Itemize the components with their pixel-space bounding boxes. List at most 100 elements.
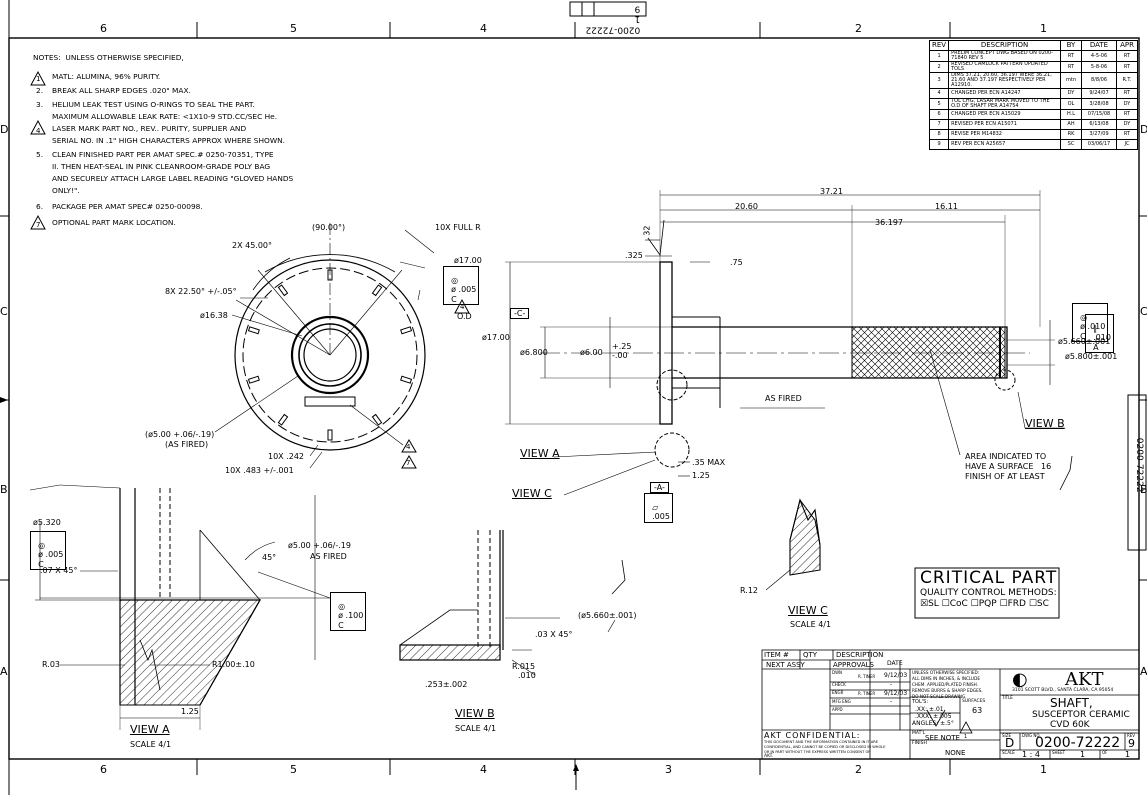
tb-dwn: DWN: [832, 670, 843, 675]
dim-325-label: .325: [625, 251, 643, 260]
tb-title-1: SHAFT,: [1050, 696, 1093, 710]
dia-5660-label: ø5.660±.001: [1058, 337, 1111, 346]
detail-a-scale: SCALE 4/1: [130, 740, 172, 749]
dim-75-label: .75: [730, 258, 743, 267]
tb-engr-name: R. TINER: [858, 691, 876, 696]
rev-cell-rev: 2: [928, 61, 950, 73]
tb-see-note-flag: 1: [964, 734, 968, 740]
side-stamp: 0200-72222: [1134, 437, 1145, 493]
dia-1638-label: ø16.38: [200, 311, 228, 320]
rev-col-apr: APR: [1116, 40, 1138, 51]
tb-engr: ENGR: [832, 690, 844, 695]
tb-title-2: SUSCEPTOR CERAMIC: [1032, 710, 1130, 720]
len-1611-label: 16.11: [935, 202, 958, 211]
parallel-icon: ∥: [1093, 324, 1098, 334]
tb-sheet: 1: [1080, 750, 1086, 759]
note-number: 2.: [36, 86, 44, 95]
datum-c-box: -C-: [510, 308, 530, 320]
rev-cell-by: RT: [1060, 61, 1082, 73]
tb-dwn-name: R. TINER: [858, 674, 876, 679]
view-b-callout: VIEW B: [1025, 417, 1065, 430]
od-flag-number: 4: [460, 303, 465, 311]
rev-cell-desc: CHANGED PER ECN A14247: [948, 88, 1061, 99]
tb-sheet-label: SHEET: [1052, 750, 1066, 755]
zone-col-2-bottom: 2: [855, 763, 862, 776]
tb-address: 3101 SCOTT BLVD., SANTA CLARA, CA 95054: [1012, 688, 1114, 693]
tb-tol-xx: .XX: ±.01: [915, 706, 944, 713]
note-line: BREAK ALL SHARP EDGES .020" MAX.: [52, 86, 191, 95]
rev-cell-rev: 5: [928, 98, 950, 110]
flag-7-number: 7: [406, 459, 411, 467]
rev-cell-by: SC: [1060, 139, 1082, 150]
detail-b-r010: .010: [518, 671, 536, 680]
rev-cell-apr: RT: [1116, 109, 1138, 120]
zone-row-a-right: A: [1140, 665, 1147, 678]
tb-next-assy: NEXT ASSY: [766, 661, 805, 669]
tb-title-label: TITLE: [1002, 695, 1013, 700]
tb-see-note: SEE NOTE: [925, 734, 960, 742]
tb-conf-2: CONFIDENTIAL, AND CANNOT BE COPIED OR DI…: [764, 745, 886, 749]
note-line: OPTIONAL PART MARK LOCATION.: [52, 218, 176, 227]
note-line: PACKAGE PER AMAT SPEC# 0250-00098.: [52, 202, 203, 211]
dim-35-label: .35 MAX: [692, 458, 726, 467]
notes-header: NOTES: UNLESS OTHERWISE SPECIFIED,: [33, 53, 184, 62]
detail-a-fcf-tol: ø .005: [38, 550, 64, 560]
tb-scale-label: SCALE: [1002, 750, 1015, 755]
concentric-icon: ◎: [38, 541, 46, 551]
camlock-slot: [400, 326, 413, 335]
note-line: AND SECURELY ATTACH LARGE LABEL READING …: [52, 174, 294, 183]
tb-surf-63: 63: [972, 706, 983, 715]
dia-5800-label: ø5.800±.001: [1065, 352, 1118, 361]
note-line: LASER MARK PART NO., REV.. PURITY, SUPPL…: [52, 124, 247, 133]
note-flag-number: 4: [36, 127, 41, 135]
detail-c-r12: R.12: [740, 586, 758, 595]
rev-cell-by: DY: [1060, 88, 1082, 99]
rev-cell-apr: R.T.: [1116, 72, 1138, 89]
rev-col-by: BY: [1060, 40, 1082, 51]
rev-cell-apr: RT: [1116, 88, 1138, 99]
detail-a-fcf2: ◎ ø .100 C: [330, 592, 367, 631]
zone-col-4-top: 4: [480, 22, 487, 35]
rev-cell-desc: CHANGED PER ECN A15029: [948, 109, 1061, 120]
tb-dwn-date: 9/12/03: [884, 672, 908, 679]
tb-company: AKT: [1065, 669, 1104, 690]
tb-title-3: CVD 60K: [1050, 720, 1090, 730]
rev-cell-apr: DY: [1116, 98, 1138, 110]
detail-b-dim-253: .253±.002: [425, 680, 468, 689]
rev-cell-date: 3/28/08: [1081, 98, 1117, 110]
detail-b-dia: (ø5.660±.001): [578, 611, 637, 620]
note-line: MAXIMUM ALLOWABLE LEAK RATE: <1X10-9 STD…: [52, 112, 278, 121]
rev-cell-by: AH: [1060, 119, 1082, 130]
tb-surfaces: SURFACES: [962, 699, 986, 704]
detail-a-dia-5320: ø5.320: [33, 518, 61, 527]
detail-b-r015: R.015: [512, 662, 536, 671]
end-view-fcf-datum: C: [451, 294, 457, 304]
runout-fcf: ◎ ø .010 C: [1072, 303, 1109, 342]
angle-45-label: 2X 45.00°: [232, 241, 273, 250]
flatness-005-value: .005: [652, 512, 670, 522]
flag-4-number: 4: [406, 443, 411, 451]
detail-a-angle: 45°: [262, 553, 277, 562]
rev-cell-desc: DIMS 37.21, 20.60, 36.197 WERE 36.21, 21…: [948, 72, 1061, 89]
tb-dwg-label: DWG NO.: [1022, 733, 1041, 738]
zone-row-c-right: C: [1140, 305, 1147, 318]
flange-dia-label: ø17.00: [482, 333, 510, 342]
as-fired-label: AS FIRED: [765, 394, 802, 403]
tb-conf-1: THIS DOCUMENT AND THE INFORMATION CONTAI…: [764, 740, 879, 744]
camlock-slot: [247, 375, 260, 384]
detail-a-as-fired: AS FIRED: [310, 552, 347, 561]
rev-cell-rev: 4: [928, 88, 950, 99]
zone-row-b-right: B: [1140, 483, 1147, 496]
tb-finish-none: NONE: [945, 749, 966, 757]
note-number: 6.: [36, 202, 44, 211]
note-number: 3.: [36, 100, 44, 109]
tb-of: 1: [1125, 750, 1131, 759]
tb-check: CHECK: [832, 682, 846, 687]
datum-a-box: -A-: [650, 482, 669, 494]
concentric-icon: ◎: [451, 276, 459, 286]
tb-of-label: OF: [1102, 750, 1108, 755]
detail-c-scale: SCALE 4/1: [790, 620, 832, 629]
